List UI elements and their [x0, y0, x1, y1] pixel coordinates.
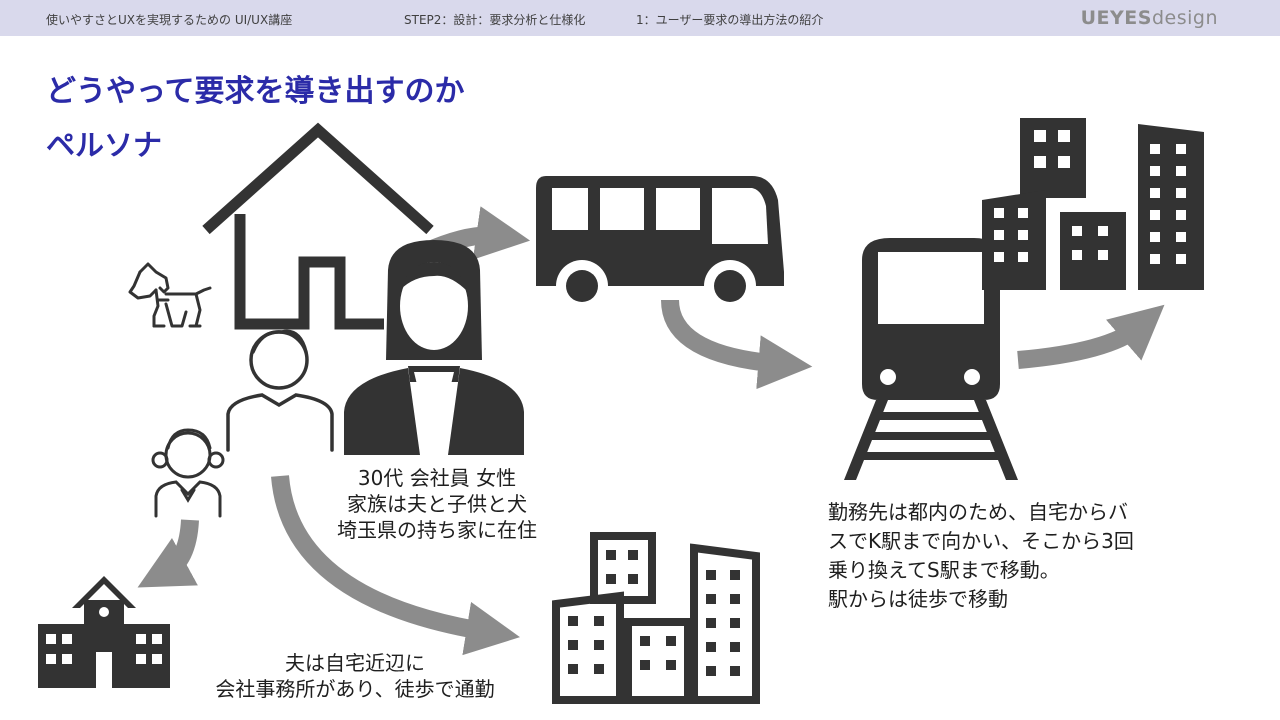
- persona-caption: 30代 会社員 女性 家族は夫と子供と犬 埼玉県の持ち家に在住: [312, 465, 562, 543]
- persona-line: 家族は夫と子供と犬: [347, 492, 527, 516]
- city-buildings-icon: [982, 118, 1204, 290]
- commute-line: スでK駅まで向かい、そこから3回: [828, 529, 1134, 553]
- train-icon: [844, 238, 1018, 480]
- arrow-girl-to-school: [137, 519, 199, 588]
- woman-icon: [344, 240, 524, 455]
- arrow-train-to-city: [1017, 304, 1165, 369]
- man-icon: [226, 329, 334, 452]
- step-label: STEP2：設計：要求分析と仕様化: [404, 13, 586, 27]
- commute-line: 乗り換えてS駅まで移動。: [828, 558, 1060, 582]
- husband-caption: 夫は自宅近辺に 会社事務所があり、徒歩で通勤: [180, 650, 530, 702]
- dog-icon: [128, 262, 212, 328]
- page-title: どうやって要求を導き出すのか: [46, 74, 465, 109]
- girl-icon: [151, 428, 225, 518]
- header-bar: 使いやすさとUXを実現するための UI/UX講座 STEP2：設計：要求分析と仕…: [0, 0, 1280, 36]
- course-title: 使いやすさとUXを実現するための UI/UX講座: [46, 13, 293, 27]
- brand-logo: UEYESdesign: [1081, 7, 1218, 29]
- brand-suffix: design: [1151, 7, 1218, 29]
- commute-line: 勤務先は都内のため、自宅からバ: [828, 500, 1128, 524]
- husband-line: 夫は自宅近辺に: [285, 651, 425, 675]
- commute-caption: 勤務先は都内のため、自宅からバ スでK駅まで向かい、そこから3回 乗り換えてS駅…: [828, 498, 1134, 614]
- school-icon: [38, 576, 170, 688]
- arrow-husband-to-office: [271, 475, 520, 656]
- house-icon: [202, 122, 434, 330]
- office-buildings-icon: [552, 532, 760, 704]
- commute-line: 駅からは徒歩で移動: [828, 587, 1008, 611]
- office-windows: [568, 550, 740, 676]
- page-subtitle: ペルソナ: [46, 128, 163, 162]
- husband-line: 会社事務所があり、徒歩で通勤: [215, 677, 495, 701]
- bus-icon: [536, 176, 784, 312]
- arrow-bus-to-train: [661, 299, 813, 390]
- section-label: 1：ユーザー要求の導出方法の紹介: [636, 13, 824, 27]
- persona-line: 30代 会社員 女性: [357, 466, 517, 490]
- brand-name: UEYES: [1080, 7, 1152, 29]
- persona-line: 埼玉県の持ち家に在住: [337, 518, 537, 542]
